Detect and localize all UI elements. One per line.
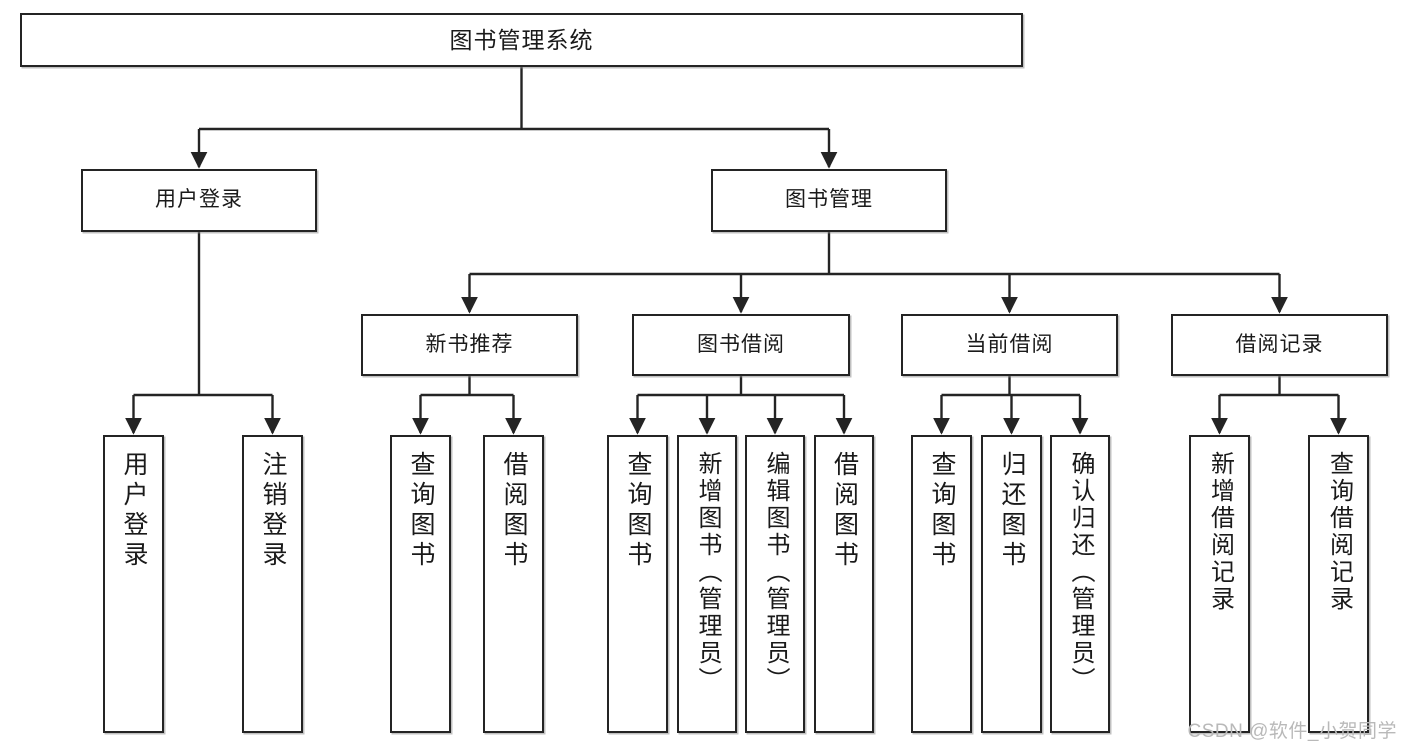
node-label: 用户登录: [155, 188, 243, 212]
node-leaf-query-book-3[interactable]: 查询图书: [911, 435, 972, 733]
node-leaf-user-logout[interactable]: 注销登录: [242, 435, 303, 733]
node-leaf-query-book-1[interactable]: 查询图书: [390, 435, 451, 733]
node-label: 借阅图书: [500, 451, 528, 571]
node-label: 图书管理: [785, 188, 873, 212]
node-label: 用户登录: [120, 451, 148, 571]
node-label: 编辑图书（管理员）: [762, 451, 789, 694]
node-label: 查询借阅记录: [1325, 451, 1353, 613]
node-label: 查询图书: [928, 451, 956, 571]
node-borrow-record[interactable]: 借阅记录: [1171, 314, 1388, 376]
node-label: 查询图书: [407, 451, 435, 571]
node-label: 归还图书: [998, 451, 1026, 571]
node-new-book-recommend[interactable]: 新书推荐: [361, 314, 578, 376]
node-leaf-query-book-2[interactable]: 查询图书: [607, 435, 668, 733]
node-label: 借阅图书: [830, 451, 859, 571]
node-leaf-borrow-book-1[interactable]: 借阅图书: [483, 435, 544, 733]
node-label: 注销登录: [259, 451, 287, 571]
node-leaf-edit-book[interactable]: 编辑图书（管理员）: [745, 435, 805, 733]
node-label: 查询图书: [624, 451, 652, 571]
node-leaf-add-book[interactable]: 新增图书（管理员）: [677, 435, 737, 733]
node-leaf-query-borrow-record[interactable]: 查询借阅记录: [1308, 435, 1369, 733]
node-book-manage[interactable]: 图书管理: [711, 169, 947, 232]
node-label: 借阅记录: [1235, 332, 1324, 356]
node-label: 新增借阅记录: [1206, 451, 1234, 613]
node-leaf-confirm-return[interactable]: 确认归还（管理员）: [1050, 435, 1110, 733]
node-user-login[interactable]: 用户登录: [81, 169, 317, 232]
node-label: 图书借阅: [697, 332, 785, 356]
node-label: 新书推荐: [425, 332, 514, 356]
node-leaf-return-book[interactable]: 归还图书: [981, 435, 1042, 733]
node-leaf-borrow-book-2[interactable]: 借阅图书: [814, 435, 874, 733]
node-root[interactable]: 图书管理系统: [20, 13, 1023, 67]
node-book-borrow[interactable]: 图书借阅: [632, 314, 850, 376]
node-label: 新增图书（管理员）: [694, 451, 721, 694]
node-label: 图书管理系统: [449, 26, 594, 53]
node-leaf-add-borrow-record[interactable]: 新增借阅记录: [1189, 435, 1250, 733]
node-current-borrow[interactable]: 当前借阅: [901, 314, 1118, 376]
node-label: 确认归还（管理员）: [1067, 451, 1094, 694]
node-label: 当前借阅: [965, 332, 1054, 356]
node-leaf-user-login[interactable]: 用户登录: [103, 435, 164, 733]
